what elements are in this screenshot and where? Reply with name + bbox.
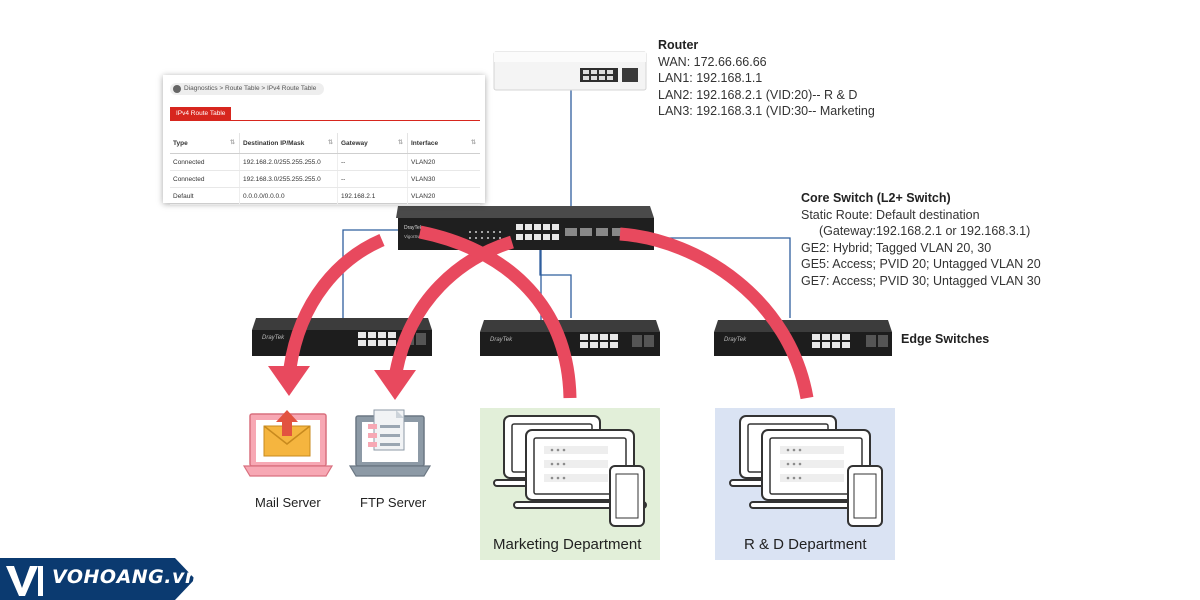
table-cell: 192.168.2.1 (337, 187, 408, 205)
ftp-server-icon (348, 409, 432, 477)
core-switch-model: VigorSwitch (404, 234, 428, 239)
marketing-department-label: Marketing Department (493, 536, 642, 553)
traffic-arrows (283, 225, 814, 400)
core-switch-brand: DrayTek (404, 225, 423, 231)
breadcrumb-text: Diagnostics > Route Table > IPv4 Route T… (184, 85, 317, 92)
table-cell: VLAN30 (407, 170, 480, 188)
arrow-from-marketing (418, 225, 577, 399)
phone-icon (847, 465, 883, 527)
table-row: Connected 192.168.2.0/255.255.255.0 -- V… (170, 153, 480, 171)
sort-icon[interactable]: ⇅ (470, 140, 476, 146)
core-switch-line: GE2: Hybrid; Tagged VLAN 20, 30 (801, 240, 992, 255)
core-switch-line: GE7: Access; PVID 30; Untagged VLAN 30 (801, 273, 1041, 288)
core-switch-info: Core Switch (L2+ Switch) Static Route: D… (801, 190, 1041, 289)
edge-switches-label: Edge Switches (901, 332, 990, 346)
vohoang-logo-icon (6, 566, 43, 596)
tab-ipv4-route-table[interactable]: IPv4 Route Table (170, 107, 232, 120)
core-switch-title: Core Switch (L2+ Switch) (801, 191, 951, 205)
column-header[interactable]: Interface⇅ (407, 133, 480, 154)
router-line: LAN3: 192.168.3.1 (VID:30-- Marketing (658, 104, 875, 118)
footer-logo-text[interactable]: VOHOANG.vn (52, 566, 199, 588)
edge-switch-brand: DrayTek (724, 337, 747, 343)
router-line: LAN2: 192.168.2.1 (VID:20)-- R & D (658, 87, 858, 102)
route-table: Type⇅ Destination IP/Mask⇅ Gateway⇅ Inte… (170, 133, 480, 205)
table-cell: -- (337, 153, 408, 171)
table-header-row: Type⇅ Destination IP/Mask⇅ Gateway⇅ Inte… (170, 133, 480, 154)
logo-band (0, 558, 195, 600)
ftp-server-label: FTP Server (360, 495, 427, 510)
router-device (493, 51, 647, 91)
table-cell: VLAN20 (407, 187, 480, 205)
table-cell: Default (170, 187, 240, 205)
sort-icon[interactable]: ⇅ (397, 140, 403, 146)
router-title: Router (658, 38, 699, 52)
rnd-devices (729, 415, 883, 527)
table-row: Default 0.0.0.0/0.0.0.0 192.168.2.1 VLAN… (170, 187, 480, 205)
cable-core-edge-left-stub (539, 245, 572, 318)
edge-switch-2: DrayTek (480, 320, 660, 356)
table-cell: 0.0.0.0/0.0.0.0 (239, 187, 338, 205)
edge-switch-brand: DrayTek (490, 337, 513, 343)
column-header[interactable]: Type⇅ (170, 133, 240, 154)
table-cell: 192.168.2.0/255.255.255.0 (239, 153, 338, 171)
tab-underline (170, 120, 480, 121)
column-header[interactable]: Destination IP/Mask⇅ (239, 133, 338, 154)
arrow-to-ftp-server (389, 235, 514, 374)
router-line: LAN1: 192.168.1.1 (658, 71, 763, 85)
marketing-devices (493, 415, 647, 527)
sort-icon[interactable]: ⇅ (229, 140, 235, 146)
diagnostics-icon (173, 85, 181, 93)
table-cell: 192.168.3.0/255.255.255.0 (239, 170, 338, 188)
core-switch-device: DrayTek VigorSwitch (396, 206, 654, 250)
core-switch-line: (Gateway:192.168.2.1 or 192.168.3.1) (819, 224, 1031, 238)
router-line: WAN: 172.66.66.66 (658, 54, 767, 69)
edge-switch-brand: DrayTek (262, 335, 285, 341)
column-header[interactable]: Gateway⇅ (337, 133, 408, 154)
arrowhead-ftp (374, 370, 416, 400)
table-cell: -- (337, 170, 408, 188)
table-cell: Connected (170, 170, 240, 188)
mail-server-label: Mail Server (255, 495, 321, 510)
table-row: Connected 192.168.3.0/255.255.255.0 -- V… (170, 170, 480, 188)
edge-switch-3: DrayTek (714, 320, 892, 356)
table-cell: Connected (170, 153, 240, 171)
phone-icon (609, 465, 645, 527)
arrow-from-rnd (619, 227, 814, 400)
core-switch-line: Static Route: Default destination (801, 207, 980, 222)
table-cell: VLAN20 (407, 153, 480, 171)
core-switch-line: GE5: Access; PVID 20; Untagged VLAN 20 (801, 257, 1041, 271)
breadcrumb: Diagnostics > Route Table > IPv4 Route T… (170, 83, 325, 95)
sort-icon[interactable]: ⇅ (327, 140, 333, 146)
rnd-department-label: R & D Department (744, 536, 867, 553)
arrow-to-mail-server (283, 234, 385, 369)
router-info: Router WAN: 172.66.66.66 LAN1: 192.168.1… (658, 37, 875, 120)
route-table-screenshot: Diagnostics > Route Table > IPv4 Route T… (163, 75, 485, 205)
mail-server-icon (242, 410, 334, 477)
arrowhead-mail (268, 366, 310, 396)
